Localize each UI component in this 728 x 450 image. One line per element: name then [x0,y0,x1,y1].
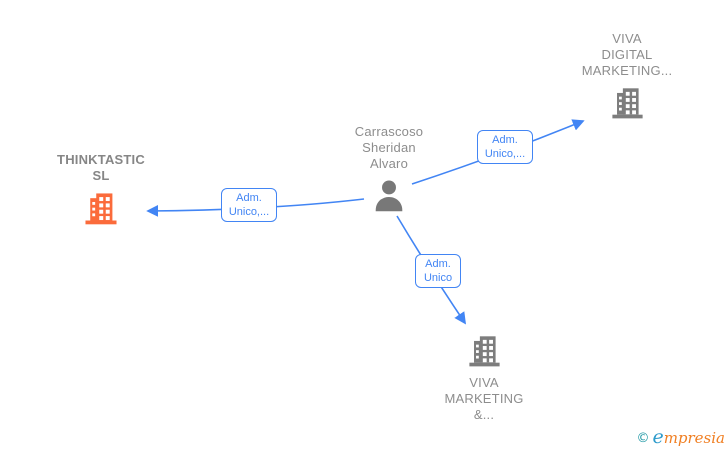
logo-letter-e: e [652,426,664,448]
building-icon [468,336,500,367]
logo-text: mpresia [663,429,725,447]
person-icon [375,180,403,212]
company-name-label: VIVA MARKETING &... [444,375,524,422]
company-name-label: THINKTASTIC SL [57,152,145,183]
node-company-viva-digital[interactable]: VIVA DIGITAL MARKETING... [557,31,697,121]
node-company-viva-marketing[interactable]: VIVA MARKETING &... [414,332,554,423]
building-icon [611,88,643,119]
building-icon [85,193,117,225]
edge-label-viva-digital[interactable]: Adm. Unico,... [477,130,533,164]
empresia-logo[interactable]: ©empresia [636,426,725,448]
node-company-thinktastic[interactable]: THINKTASTIC SL [31,152,171,227]
node-person-carrascoso[interactable]: Carrascoso Sheridan Alvaro [319,124,459,215]
edge-label-thinktastic[interactable]: Adm. Unico,... [221,188,277,222]
edge-label-viva-marketing[interactable]: Adm. Unico [415,254,461,288]
copyright-icon: © [636,431,650,446]
company-name-label: VIVA DIGITAL MARKETING... [581,31,673,78]
person-name-label: Carrascoso Sheridan Alvaro [354,124,424,171]
